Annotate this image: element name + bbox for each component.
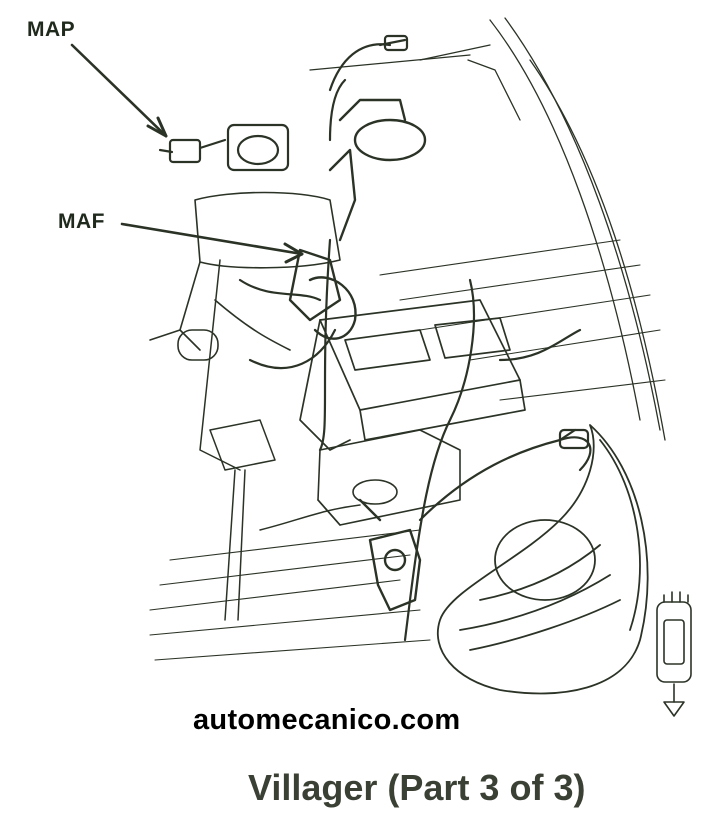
maf-sensor-label: MAF <box>58 210 105 233</box>
wiring-harness <box>238 34 592 642</box>
vehicle-front-arrow-icon <box>656 591 692 717</box>
map-sensor <box>158 123 290 172</box>
maf-sensor <box>288 98 427 340</box>
frame-rails <box>199 259 361 621</box>
map-sensor-label: MAP <box>27 18 76 41</box>
battery <box>299 299 526 451</box>
watermark-text: automecanico.com <box>193 704 461 736</box>
air-cleaner-box <box>149 191 341 361</box>
maf-arrow <box>120 222 304 264</box>
map-arrow <box>70 43 168 138</box>
front-body-lines <box>149 239 666 661</box>
engine-mount <box>358 498 422 612</box>
fender-outline <box>309 17 666 441</box>
fuse-box <box>317 429 461 526</box>
diagram-caption: Villager (Part 3 of 3) <box>248 767 586 808</box>
headlamp-assembly <box>437 424 649 695</box>
